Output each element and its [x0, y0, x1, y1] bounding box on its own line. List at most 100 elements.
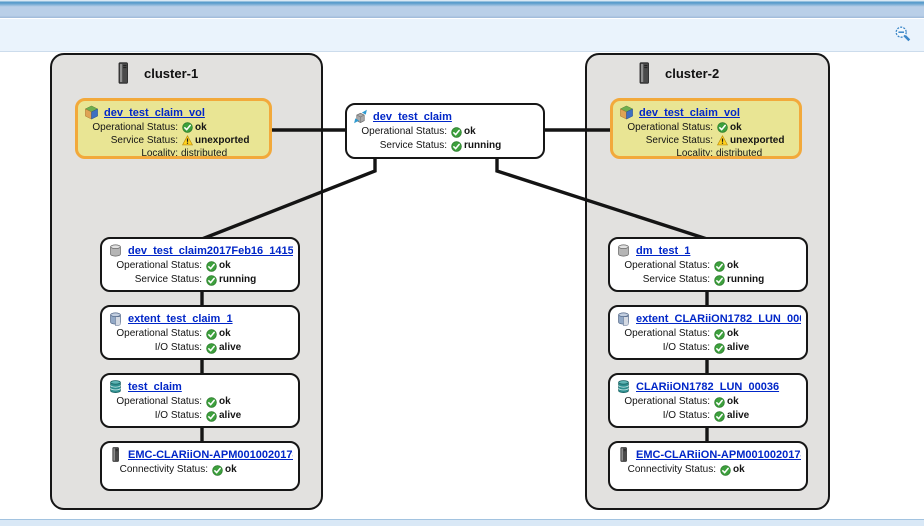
row-value: alive [219, 410, 242, 421]
cluster-title: cluster-1 [144, 65, 199, 81]
status-row: Connectivity Status: ok [108, 463, 293, 477]
row-value: ok [225, 464, 237, 475]
row-value: running [727, 274, 765, 285]
node-card-dev_test_claim_vol[interactable]: dev_test_claim_vol Operational Status: o… [75, 98, 272, 159]
row-label: Service Status: [642, 274, 710, 285]
status-row: Service Status: running [353, 139, 538, 153]
node-title-row: EMC-CLARiiON-APM00100201782 [616, 447, 801, 462]
node-link[interactable]: dev_test_claim2017Feb16_141533 [128, 244, 293, 257]
status-row: Operational Status: ok [108, 395, 293, 409]
node-card-emc-clariion-1[interactable]: EMC-CLARiiON-APM00100201782 Connectivity… [100, 441, 300, 491]
extent-icon [616, 311, 631, 326]
row-label: I/O Status: [662, 342, 710, 353]
row-label: Locality: [676, 148, 713, 159]
row-label: Operational Status: [361, 126, 447, 137]
status-ok-icon [451, 141, 462, 152]
node-card-extent_CLARiiON1782_LUN_00036_1[interactable]: extent_CLARiiON1782_LUN_00036_1 Operatio… [608, 305, 808, 360]
bottom-panel-edge [0, 519, 924, 526]
node-card-extent_test_claim_1[interactable]: extent_test_claim_1 Operational Status: … [100, 305, 300, 360]
node-card-dev_test_claim[interactable]: dev_test_claim Operational Status: ok Se… [345, 103, 545, 159]
row-label: Locality: [141, 148, 178, 159]
status-ok-icon [714, 343, 725, 354]
node-link[interactable]: EMC-CLARiiON-APM00100201782 [128, 448, 293, 461]
distributed-device-icon [353, 109, 368, 124]
status-ok-icon [206, 397, 217, 408]
node-title-row: test_claim [108, 379, 293, 394]
row-label: Service Status: [110, 135, 178, 146]
row-label: Connectivity Status: [119, 464, 208, 475]
status-row: Operational Status: ok [108, 259, 293, 273]
row-label: Operational Status: [624, 396, 710, 407]
node-link[interactable]: EMC-CLARiiON-APM00100201782 [636, 448, 801, 461]
status-ok-icon [714, 329, 725, 340]
row-value: unexported [195, 135, 250, 146]
row-value: distributed [716, 148, 763, 159]
status-row: I/O Status: alive [108, 409, 293, 423]
storage-array-icon [616, 447, 631, 462]
row-value: ok [727, 328, 739, 339]
node-card-emc-clariion-2[interactable]: EMC-CLARiiON-APM00100201782 Connectivity… [608, 441, 808, 491]
node-card-CLARiiON1782_LUN_00036[interactable]: CLARiiON1782_LUN_00036 Operational Statu… [608, 373, 808, 428]
node-link[interactable]: dev_test_claim_vol [104, 106, 205, 119]
node-card-dev_test_claim2017Feb16_141533[interactable]: dev_test_claim2017Feb16_141533 Operation… [100, 237, 300, 292]
node-link[interactable]: CLARiiON1782_LUN_00036 [636, 380, 780, 393]
row-label: Operational Status: [116, 260, 202, 271]
status-ok-icon [182, 122, 193, 133]
node-title-row: extent_CLARiiON1782_LUN_00036_1 [616, 311, 801, 326]
row-label: I/O Status: [154, 410, 202, 421]
node-title-row: dev_test_claim2017Feb16_141533 [108, 243, 293, 258]
virtual-volume-icon [84, 105, 99, 120]
status-ok-icon [206, 261, 217, 272]
row-label: Service Status: [645, 135, 713, 146]
node-title-row: EMC-CLARiiON-APM00100201782 [108, 447, 293, 462]
status-ok-icon [714, 411, 725, 422]
status-ok-icon [714, 275, 725, 286]
status-row: Operational Status: ok [616, 395, 801, 409]
node-link[interactable]: dev_test_claim [373, 110, 452, 123]
row-label: Operational Status: [624, 328, 710, 339]
node-title-row: dm_test_1 [616, 243, 801, 258]
cluster-title: cluster-2 [665, 65, 720, 81]
status-row: Operational Status: ok [616, 259, 801, 273]
storage-array-icon [108, 447, 123, 462]
row-value: ok [727, 396, 739, 407]
row-label: I/O Status: [662, 410, 710, 421]
node-title-row: dev_test_claim [353, 109, 538, 124]
node-title-row: extent_test_claim_1 [108, 311, 293, 326]
node-link[interactable]: dm_test_1 [636, 244, 691, 257]
row-value: ok [195, 122, 207, 133]
row-label: I/O Status: [154, 342, 202, 353]
node-link[interactable]: test_claim [128, 380, 182, 393]
row-label: Operational Status: [92, 122, 178, 133]
zoom-out-icon[interactable] [894, 25, 912, 43]
row-label: Service Status: [379, 140, 447, 151]
node-link[interactable]: dev_test_claim_vol [639, 106, 740, 119]
status-ok-icon [451, 127, 462, 138]
warning-icon [717, 135, 728, 146]
row-value: ok [464, 126, 476, 137]
status-row: I/O Status: alive [616, 409, 801, 423]
row-label: Service Status: [134, 274, 202, 285]
status-row: Service Status: running [108, 273, 293, 287]
status-ok-icon [717, 122, 728, 133]
node-card-test_claim[interactable]: test_claim Operational Status: ok I/O St… [100, 373, 300, 428]
status-ok-icon [206, 343, 217, 354]
cluster-1-header: cluster-1 [52, 55, 321, 84]
cluster-2-header: cluster-2 [587, 55, 828, 84]
status-ok-icon [206, 329, 217, 340]
row-value: alive [727, 342, 750, 353]
status-ok-icon [714, 261, 725, 272]
row-label: Operational Status: [116, 396, 202, 407]
node-card-dev_test_claim_vol-2[interactable]: dev_test_claim_vol Operational Status: o… [610, 98, 802, 159]
node-card-dm_test_1[interactable]: dm_test_1 Operational Status: ok Service… [608, 237, 808, 292]
storage-volume-icon [108, 379, 123, 394]
row-value: ok [219, 328, 231, 339]
row-value: ok [727, 260, 739, 271]
node-title-row: dev_test_claim_vol [619, 105, 794, 120]
node-link[interactable]: extent_CLARiiON1782_LUN_00036_1 [636, 312, 801, 325]
row-value: alive [727, 410, 750, 421]
extent-icon [108, 311, 123, 326]
node-link[interactable]: extent_test_claim_1 [128, 312, 233, 325]
status-ok-icon [714, 397, 725, 408]
